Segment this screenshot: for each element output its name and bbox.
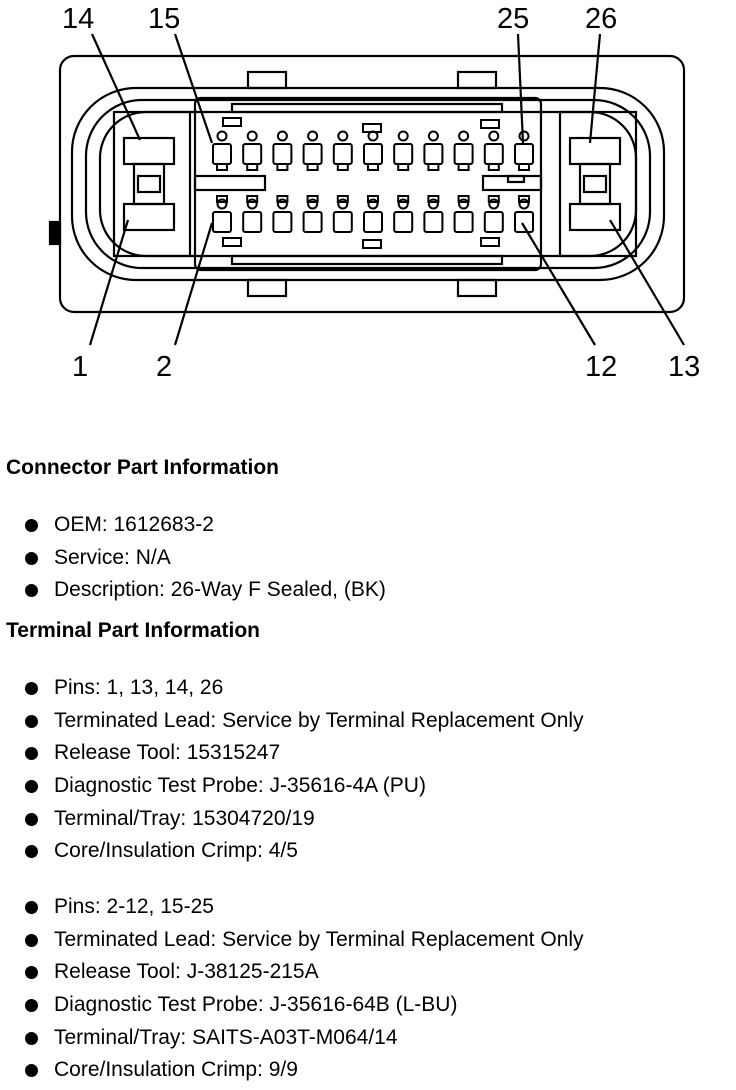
terminal-pin-group-2: Pins: 2-12, 15-25 Terminated Lead: Servi… bbox=[0, 891, 584, 1087]
connector-face-diagram: 14 15 25 26 1 2 12 13 bbox=[48, 3, 700, 383]
terminal-cavity bbox=[393, 195, 414, 233]
keying-tab bbox=[480, 119, 500, 129]
list-item: Pins: 1, 13, 14, 26 bbox=[0, 672, 584, 705]
terminal-cavity bbox=[423, 195, 444, 233]
callout-pin-13: 13 bbox=[668, 351, 700, 383]
terminal-cavity bbox=[453, 130, 474, 171]
terminal-part-info-heading: Terminal Part Information bbox=[6, 619, 260, 642]
terminal-cavity bbox=[514, 130, 534, 171]
keying-tab bbox=[222, 237, 242, 247]
terminal-cavity bbox=[363, 130, 383, 171]
terminal-cavity bbox=[393, 130, 414, 171]
terminal-cavity bbox=[242, 130, 263, 171]
list-item: Release Tool: J-38125-215A bbox=[0, 956, 584, 989]
callout-pin-15: 15 bbox=[148, 3, 180, 35]
list-item: Release Tool: 15315247 bbox=[0, 737, 584, 770]
list-item: Service: N/A bbox=[0, 542, 386, 575]
terminal-cavity bbox=[332, 195, 353, 233]
terminal-cavity bbox=[302, 130, 323, 171]
list-item: Terminal/Tray: SAITS-A03T-M064/14 bbox=[0, 1022, 584, 1055]
terminal-cavity bbox=[363, 195, 383, 233]
terminal-cavity bbox=[242, 195, 263, 233]
keying-tab bbox=[480, 237, 500, 247]
keying-tab bbox=[362, 123, 382, 133]
terminal-cavity bbox=[453, 195, 474, 233]
list-item: Terminated Lead: Service by Terminal Rep… bbox=[0, 924, 584, 957]
callout-pin-14: 14 bbox=[62, 3, 94, 35]
list-item: Terminated Lead: Service by Terminal Rep… bbox=[0, 705, 584, 738]
list-item: Core/Insulation Crimp: 9/9 bbox=[0, 1054, 584, 1087]
terminal-cavity bbox=[483, 130, 504, 171]
connector-housing bbox=[58, 54, 686, 314]
list-item: Diagnostic Test Probe: J-35616-4A (PU) bbox=[0, 770, 584, 803]
terminal-cavity bbox=[514, 195, 534, 233]
terminal-cavity bbox=[272, 195, 293, 233]
keying-tab bbox=[222, 117, 242, 127]
terminal-cavity bbox=[212, 195, 232, 233]
terminal-cavity bbox=[423, 130, 444, 171]
large-cavity-right bbox=[558, 110, 638, 258]
list-item: Diagnostic Test Probe: J-35616-64B (L-BU… bbox=[0, 989, 584, 1022]
list-item: Core/Insulation Crimp: 4/5 bbox=[0, 835, 584, 868]
callout-pin-12: 12 bbox=[585, 351, 617, 383]
terminal-cavity bbox=[272, 130, 293, 171]
list-item: OEM: 1612683-2 bbox=[0, 509, 386, 542]
keying-tab bbox=[362, 239, 382, 249]
callout-pin-2: 2 bbox=[156, 351, 172, 383]
terminal-cavity bbox=[483, 195, 504, 233]
list-item: Description: 26-Way F Sealed, (BK) bbox=[0, 574, 386, 607]
callout-pin-1: 1 bbox=[72, 351, 88, 383]
large-cavity-left bbox=[112, 110, 192, 258]
seal-outer bbox=[70, 86, 666, 282]
list-item: Pins: 2-12, 15-25 bbox=[0, 891, 584, 924]
connector-part-info-list: OEM: 1612683-2 Service: N/A Description:… bbox=[0, 509, 386, 607]
callout-pin-25: 25 bbox=[497, 3, 529, 35]
callout-pin-26: 26 bbox=[585, 3, 617, 35]
connector-part-info-heading: Connector Part Information bbox=[6, 456, 280, 479]
terminal-cavity bbox=[332, 130, 353, 171]
terminal-cavity bbox=[302, 195, 323, 233]
list-item: Terminal/Tray: 15304720/19 bbox=[0, 803, 584, 836]
terminal-cavity bbox=[212, 130, 232, 171]
terminal-pin-group-1: Pins: 1, 13, 14, 26 Terminated Lead: Ser… bbox=[0, 672, 584, 868]
